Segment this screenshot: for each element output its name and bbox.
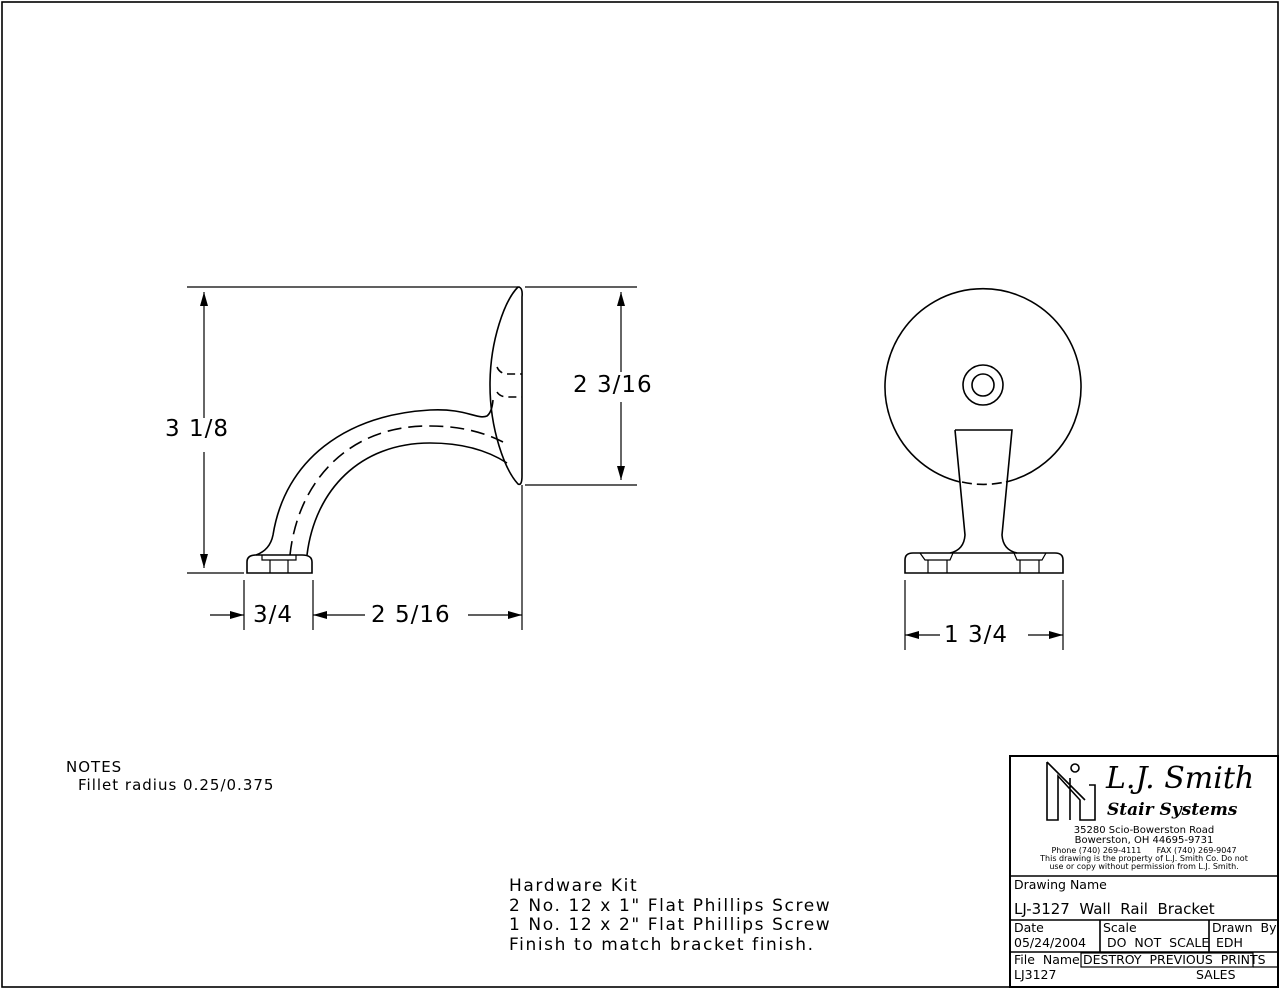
scale-value: DO NOT SCALE	[1107, 935, 1210, 950]
dim-front-width: 1 3/4	[944, 622, 1008, 648]
hardware-line: 1 No. 12 x 2" Flat Phillips Screw	[509, 915, 832, 935]
logo-text: L.J. Smith	[1106, 761, 1255, 796]
drawing-name-label: Drawing Name	[1014, 877, 1107, 892]
file-name-value: LJ3127	[1014, 967, 1057, 982]
title-block	[1009, 755, 1279, 988]
dim-wall-plate-height: 2 3/16	[573, 372, 653, 398]
logo-subtext: Stair Systems	[1107, 800, 1238, 820]
dim-projection: 2 5/16	[371, 602, 451, 628]
destroy-prints-note: DESTROY PREVIOUS PRINTS	[1083, 952, 1266, 967]
front-view	[884, 287, 1082, 650]
notes-line: Fillet radius 0.25/0.375	[78, 776, 275, 794]
hardware-kit-title: Hardware Kit	[509, 876, 639, 896]
address-line: 35280 Scio-Bowerston Road	[1073, 825, 1215, 836]
notice-line: use or copy without permission from L.J.…	[1049, 862, 1239, 871]
dim-height-overall: 3 1/8	[165, 416, 229, 442]
hardware-line: 2 No. 12 x 1" Flat Phillips Screw	[509, 896, 832, 916]
date-label: Date	[1014, 920, 1044, 935]
side-view	[187, 286, 637, 630]
date-value: 05/24/2004	[1014, 935, 1087, 950]
scale-label: Scale	[1103, 920, 1137, 935]
hardware-line: Finish to match bracket finish.	[509, 935, 815, 955]
address-line: Bowerston, OH 44695-9731	[1074, 835, 1214, 846]
drawn-by-value: EDH	[1216, 935, 1243, 950]
logo-mark	[1046, 761, 1096, 821]
phone-line: Phone (740) 269-4111 FAX (740) 269-9047	[1051, 846, 1237, 855]
dim-base-width: 3/4	[253, 602, 294, 628]
drawing-name: LJ-3127 Wall Rail Bracket	[1014, 900, 1215, 918]
drawn-by-label: Drawn By	[1212, 920, 1277, 935]
notes-heading: NOTES	[66, 758, 123, 776]
file-name-label: File Name	[1014, 952, 1080, 967]
notice-line: This drawing is the property of L.J. Smi…	[1040, 854, 1248, 863]
sales-label: SALES	[1196, 967, 1236, 982]
